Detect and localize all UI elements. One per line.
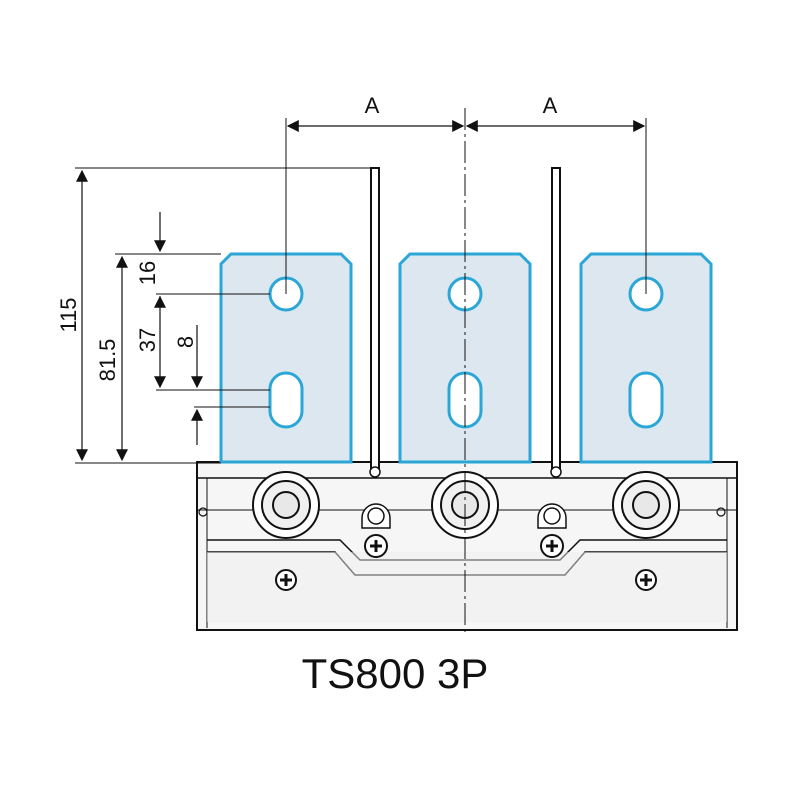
- dim-a-left: A: [365, 93, 380, 118]
- dimension-8: 8: [173, 325, 270, 445]
- lug-left: [361, 503, 391, 529]
- phase-barrier-left: [369, 167, 381, 478]
- terminal-stud-right: [612, 471, 680, 539]
- dim-81-5: 81.5: [95, 339, 120, 382]
- screw-icon: [275, 569, 297, 591]
- screw-icon: [364, 534, 388, 558]
- dim-a-right: A: [543, 93, 558, 118]
- dimension-115: 115: [56, 167, 371, 464]
- screw-icon: [540, 534, 564, 558]
- screw-icon: [635, 569, 657, 591]
- model-caption: TS800 3P: [301, 650, 489, 697]
- dimension-81-5: 81.5: [95, 253, 221, 462]
- dim-8: 8: [173, 336, 198, 348]
- dimension-16: 16: [135, 212, 166, 297]
- dim-16: 16: [135, 261, 160, 285]
- dim-37: 37: [135, 328, 160, 352]
- dim-115: 115: [56, 297, 81, 332]
- terminal-left: [219, 252, 353, 464]
- lug-right: [537, 503, 567, 529]
- dimension-37: 37: [135, 293, 270, 391]
- terminal-right: [579, 252, 713, 464]
- dimension-a: A A: [285, 93, 647, 294]
- terminal-stud-left: [252, 471, 320, 539]
- phase-barrier-right: [550, 167, 562, 478]
